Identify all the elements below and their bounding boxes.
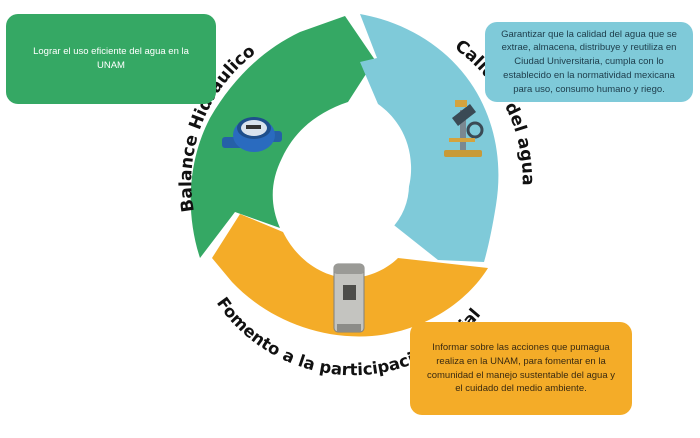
balance-segment [190,16,375,258]
calidad-description-box: Garantizar que la calidad del agua que s… [485,22,693,102]
fomento-segment [212,214,488,337]
fomento-description-box: Informar sobre las acciones que pumagua … [410,322,632,415]
fomento-description: Informar sobre las acciones que pumagua … [426,341,615,395]
calidad-description: Garantizar que la calidad del agua que s… [501,28,677,95]
calidad-segment [360,14,499,262]
water-meter-icon [222,117,282,152]
center-circle [283,122,409,248]
balance-description: Lograr el uso eficiente del agua en la U… [33,46,189,71]
microscope-icon [444,100,484,157]
water-fountain-icon [333,263,365,333]
balance-description-box: Lograr el uso eficiente del agua en la U… [6,14,216,104]
